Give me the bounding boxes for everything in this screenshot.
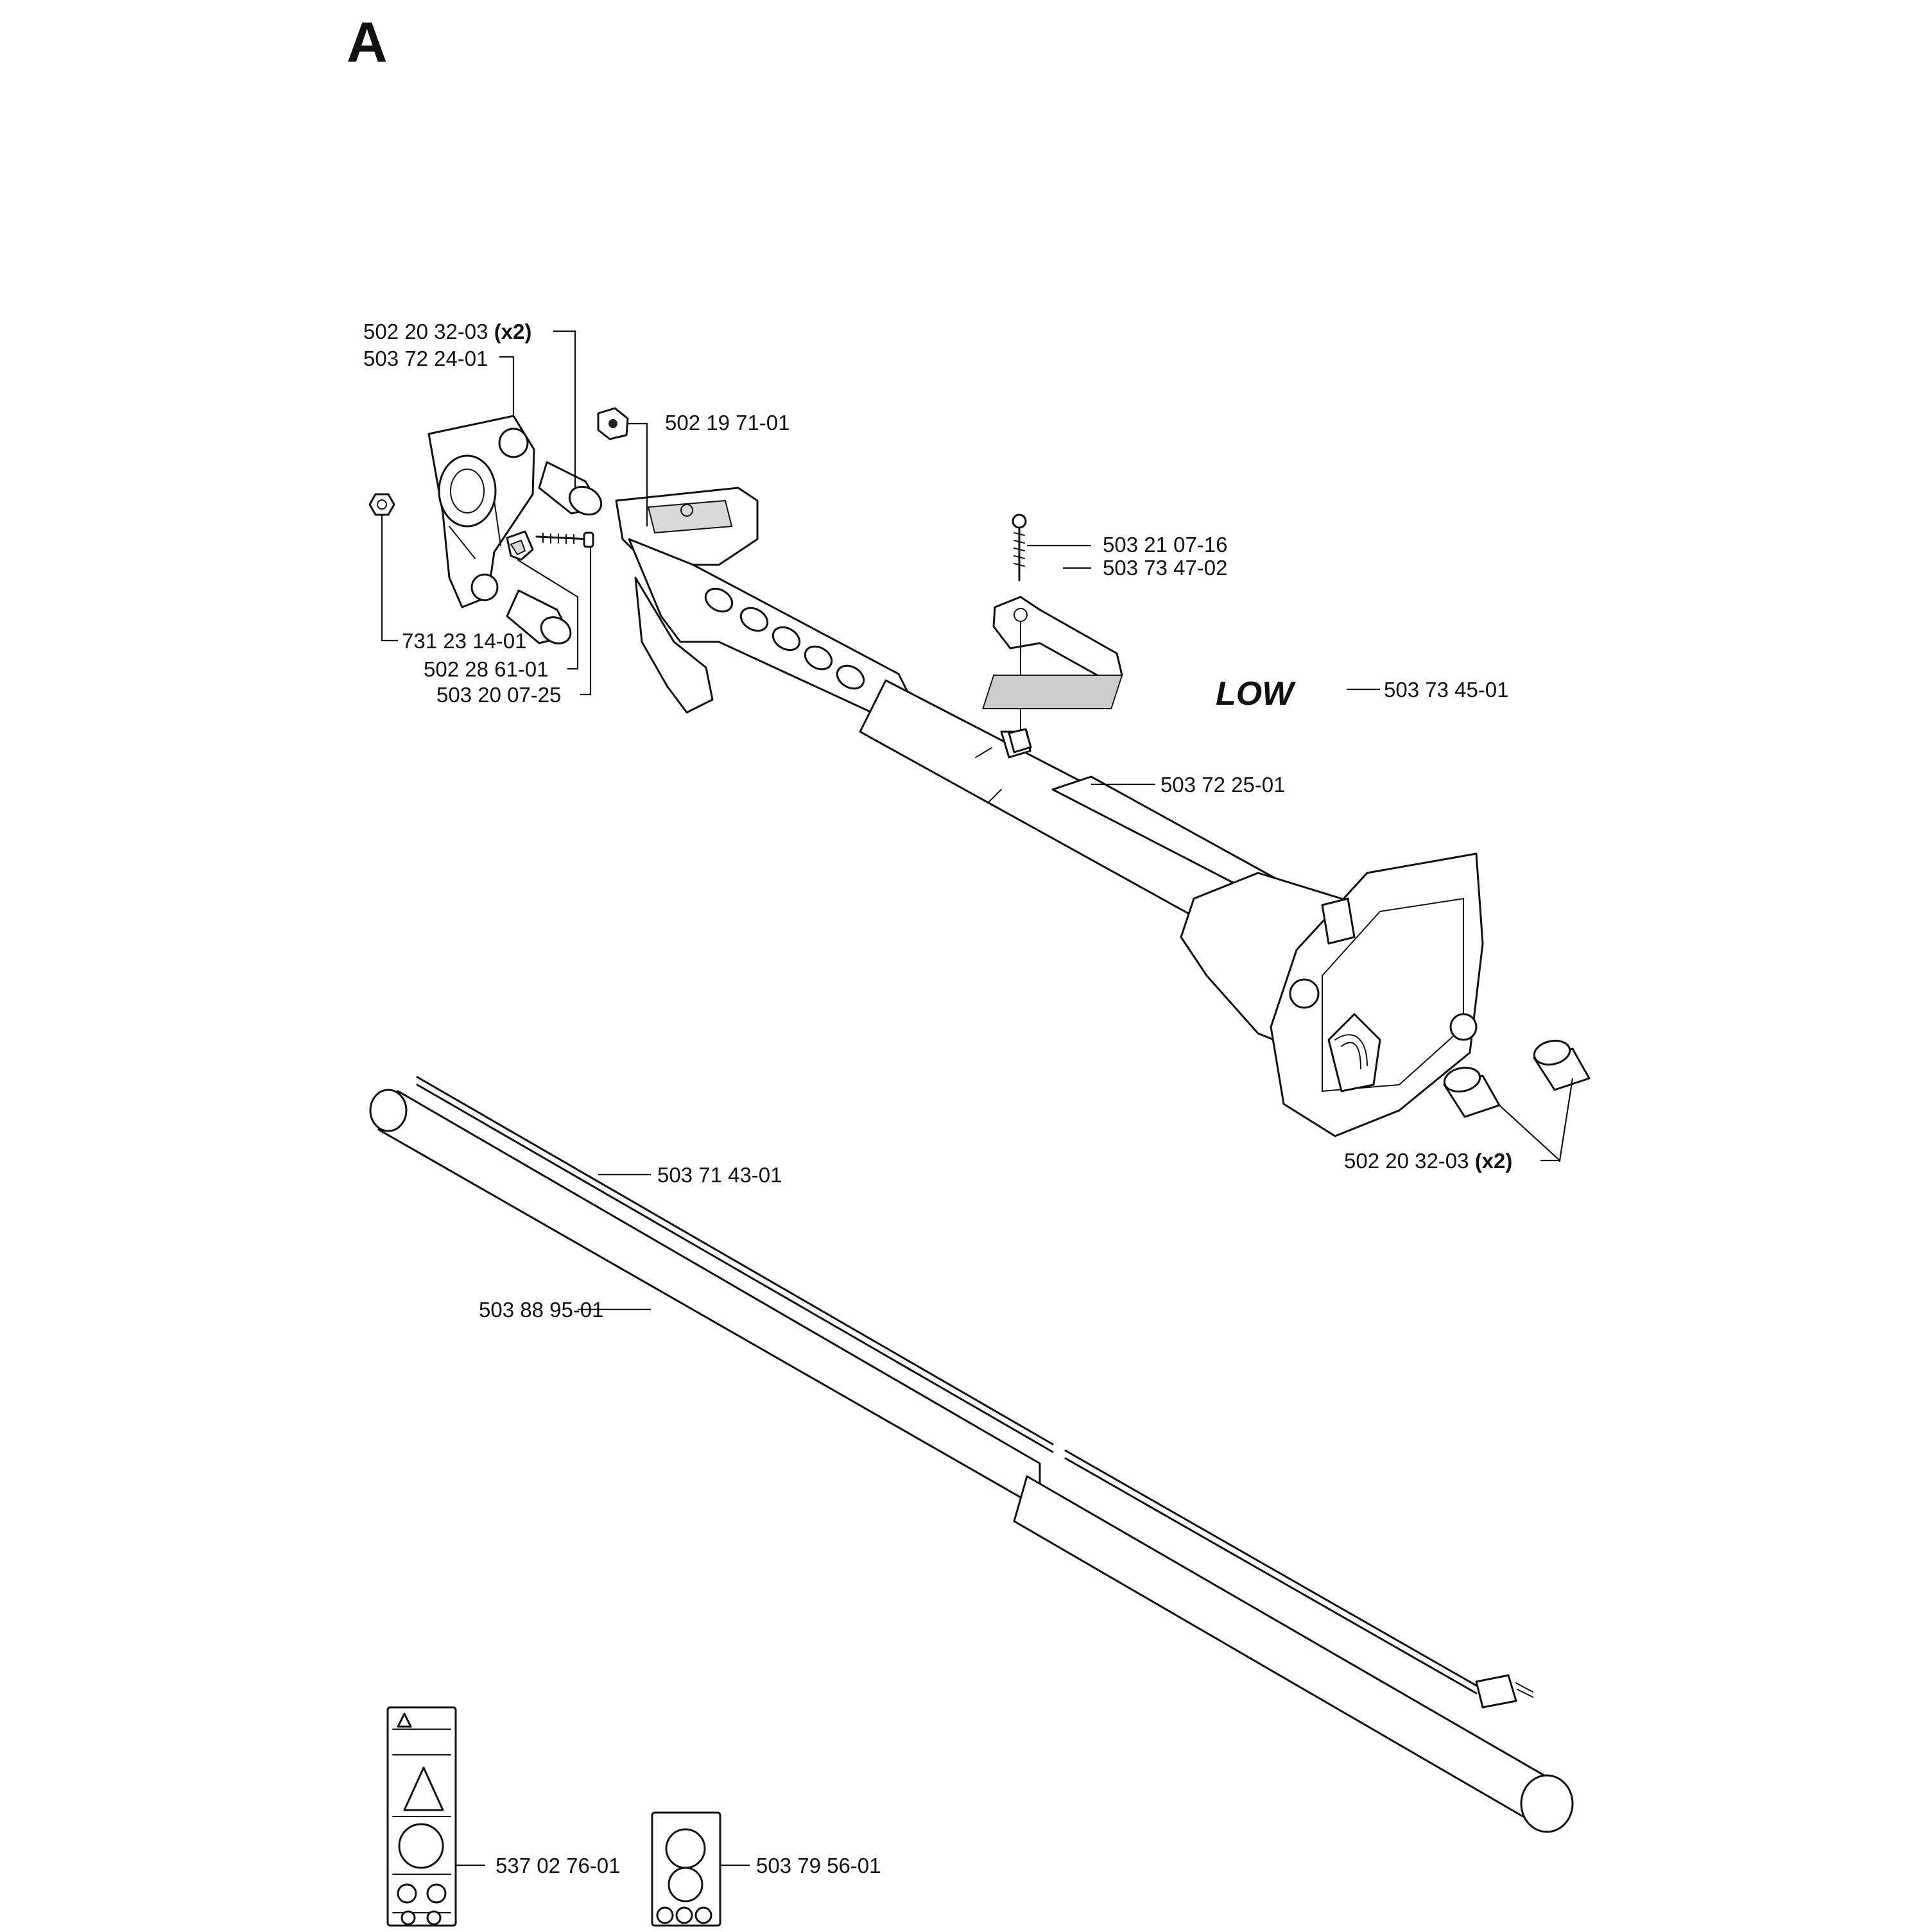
label-bolt: 503 20 07-25 <box>436 683 562 707</box>
label-rear-grips: 502 20 32-03 (x2) <box>1344 1149 1512 1173</box>
label-screw-top: 503 21 07-16 <box>1103 533 1228 556</box>
label-handle-bracket: 503 72 24-01 <box>363 347 488 370</box>
label-clamp: 502 28 61-01 <box>424 657 549 681</box>
square-nut <box>597 407 629 440</box>
shaft-tube <box>369 1089 1574 1833</box>
label-cable: 503 72 25-01 <box>1160 773 1286 797</box>
label-warning-decal: 537 02 76-01 <box>496 1854 621 1877</box>
bolt <box>535 531 594 548</box>
label-trimmer-head-decal: 503 79 56-01 <box>756 1854 881 1877</box>
rear-grip-left <box>1443 1066 1501 1118</box>
rear-grip-right <box>1533 1039 1591 1091</box>
label-throttle-lever: 503 73 47-02 <box>1103 556 1228 580</box>
low-decal: LOW <box>981 675 1296 712</box>
leader-lines <box>381 330 1574 1867</box>
drive-shaft <box>416 1076 1533 1709</box>
label-drive-shaft: 503 71 43-01 <box>657 1163 782 1187</box>
label-handle-grips: 502 20 32-03 (x2) <box>363 320 531 343</box>
lock-nut <box>368 493 395 516</box>
handle-grip-upper <box>538 461 603 516</box>
screw-top <box>1012 513 1027 582</box>
page-letter: A <box>347 10 388 74</box>
warning-decal <box>386 1706 457 1927</box>
handle-grip-lower <box>506 589 572 644</box>
low-decal-text: LOW <box>1216 675 1296 712</box>
clamp <box>506 530 534 561</box>
front-handle-bracket <box>427 415 535 608</box>
trimmer-head-decal <box>651 1811 721 1927</box>
shaft-housing <box>615 487 1484 1137</box>
label-lock-nut: 731 23 14-01 <box>402 629 527 653</box>
label-square-nut: 502 19 71-01 <box>665 411 790 435</box>
label-shaft-tube: 503 88 95-01 <box>479 1298 604 1322</box>
label-low-decal: 503 73 45-01 <box>1384 678 1509 702</box>
